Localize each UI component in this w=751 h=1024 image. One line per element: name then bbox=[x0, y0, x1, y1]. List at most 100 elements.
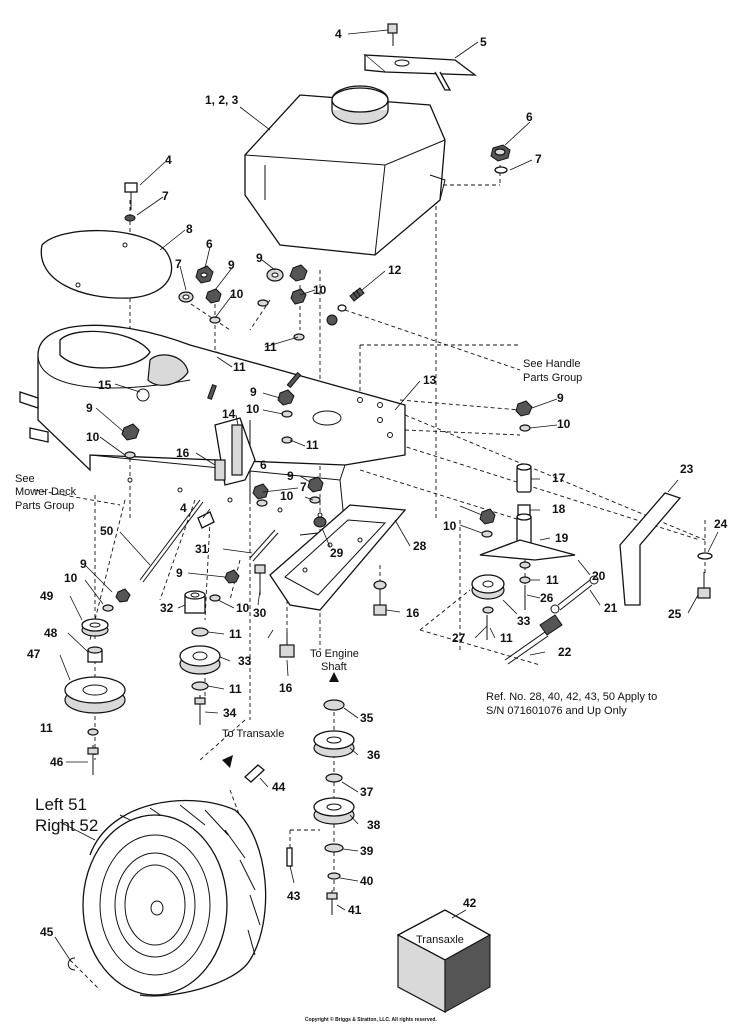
callout-10-a: 10 bbox=[230, 287, 244, 301]
label-wheel-right: Right 52 bbox=[35, 816, 98, 835]
callout-10-d: 10 bbox=[86, 430, 100, 444]
callout-18: 18 bbox=[552, 502, 566, 516]
callout-38: 38 bbox=[367, 818, 381, 832]
callout-21: 21 bbox=[604, 601, 618, 615]
callout-11-a: 11 bbox=[264, 340, 277, 354]
callout-50: 50 bbox=[100, 524, 114, 538]
callout-11-c: 11 bbox=[306, 438, 319, 452]
callout-10-e: 10 bbox=[280, 489, 294, 503]
callout-10-r: 10 bbox=[557, 417, 571, 431]
callout-24: 24 bbox=[714, 517, 728, 531]
arrow-engine-shaft bbox=[329, 672, 339, 682]
callout-29: 29 bbox=[330, 546, 344, 560]
callout-33-right: 33 bbox=[517, 614, 531, 628]
bolt-16-middle bbox=[279, 632, 295, 658]
callout-42: 42 bbox=[463, 896, 477, 910]
note-ref-1: Ref. No. 28, 40, 42, 43, 50 Apply to bbox=[486, 691, 657, 703]
callout-1-2-3: 1, 2, 3 bbox=[205, 93, 239, 107]
callout-16-c: 16 bbox=[279, 681, 293, 695]
callout-43: 43 bbox=[287, 889, 301, 903]
note-see-deck-3: Parts Group bbox=[15, 500, 74, 512]
spacer-32 bbox=[184, 590, 206, 614]
callout-40: 40 bbox=[360, 874, 374, 888]
callout-10-c: 10 bbox=[246, 402, 260, 416]
clip-45 bbox=[67, 957, 76, 971]
callout-9-g: 9 bbox=[176, 566, 183, 580]
callout-36: 36 bbox=[367, 748, 381, 762]
callout-39: 39 bbox=[360, 844, 374, 858]
callout-28: 28 bbox=[413, 539, 427, 553]
note-see-deck-1: See bbox=[15, 473, 35, 485]
callout-11-h: 11 bbox=[40, 721, 53, 735]
bolt-16-right bbox=[373, 580, 387, 616]
callout-34: 34 bbox=[223, 706, 237, 720]
callout-23: 23 bbox=[680, 462, 694, 476]
engine bbox=[244, 85, 446, 256]
callout-48: 48 bbox=[44, 626, 58, 640]
callout-10-h: 10 bbox=[443, 519, 457, 533]
bracket-23 bbox=[619, 492, 682, 606]
callout-41: 41 bbox=[348, 903, 362, 917]
callout-7-left: 7 bbox=[162, 189, 169, 203]
callout-9-c: 9 bbox=[250, 385, 257, 399]
callout-leaders bbox=[54, 29, 719, 961]
callout-11-b: 11 bbox=[233, 360, 246, 374]
callout-9-b: 9 bbox=[256, 251, 263, 265]
label-transaxle: Transaxle bbox=[416, 934, 464, 946]
note-engine-shaft-1: To Engine bbox=[310, 648, 359, 660]
key-43 bbox=[286, 847, 293, 867]
copyright-text: Copyright © Briggs & Stratton, LLC. All … bbox=[305, 1016, 437, 1023]
drive-pulley-stack-right bbox=[313, 699, 355, 915]
callout-22: 22 bbox=[558, 645, 572, 659]
callout-47: 47 bbox=[27, 647, 41, 661]
diagram-notes: See Handle Parts Group See Mower Deck Pa… bbox=[15, 358, 657, 1023]
note-engine-shaft-2: Shaft bbox=[321, 661, 347, 673]
callout-9-f: 9 bbox=[80, 557, 87, 571]
nut-6-right bbox=[490, 144, 511, 174]
note-to-transaxle: To Transaxle bbox=[222, 728, 284, 740]
callout-14: 14 bbox=[222, 407, 236, 421]
callout-31: 31 bbox=[195, 542, 209, 556]
frame-13 bbox=[19, 324, 406, 536]
note-see-handle-2: Parts Group bbox=[523, 372, 582, 384]
callout-6-mid: 6 bbox=[206, 237, 213, 251]
idler-33-right bbox=[471, 574, 505, 640]
callout-4-left: 4 bbox=[165, 153, 172, 167]
transaxle-42 bbox=[396, 909, 492, 1013]
callout-10-f: 10 bbox=[64, 571, 78, 585]
callout-35: 35 bbox=[360, 711, 374, 725]
callout-9-a: 9 bbox=[228, 258, 235, 272]
callout-20: 20 bbox=[592, 569, 606, 583]
bracket-14 bbox=[214, 417, 256, 486]
callout-49: 49 bbox=[40, 589, 54, 603]
bracket-5 bbox=[363, 54, 478, 91]
callout-10-b: 10 bbox=[313, 283, 327, 297]
callout-25: 25 bbox=[668, 607, 682, 621]
hardware-frame bbox=[121, 389, 533, 538]
cover-8 bbox=[40, 229, 173, 299]
callout-17: 17 bbox=[552, 471, 566, 485]
callout-15: 15 bbox=[98, 378, 112, 392]
idler-33-left bbox=[179, 627, 221, 725]
callout-11-e: 11 bbox=[500, 631, 513, 645]
bolt-4-left bbox=[124, 182, 138, 222]
callout-16-b: 16 bbox=[406, 606, 420, 620]
callout-7-mid: 7 bbox=[175, 257, 182, 271]
callout-8: 8 bbox=[186, 222, 193, 236]
callout-11-f: 11 bbox=[229, 627, 242, 641]
bolt-4-top bbox=[387, 23, 398, 46]
callout-26: 26 bbox=[540, 591, 554, 605]
hardware-mid-left bbox=[102, 569, 240, 612]
label-wheel-left: Left 51 bbox=[35, 795, 87, 814]
drive-pulley-47-stack bbox=[64, 618, 126, 775]
arrow-to-transaxle bbox=[222, 755, 233, 768]
spring-21 bbox=[550, 575, 599, 614]
callout-33-left: 33 bbox=[238, 654, 252, 668]
key-44 bbox=[244, 764, 265, 783]
callout-labels: 4 5 1, 2, 3 6 7 4 7 8 6 7 9 9 12 10 10 1… bbox=[27, 27, 728, 939]
callout-7-low: 7 bbox=[300, 480, 307, 494]
callout-6-top: 6 bbox=[526, 110, 533, 124]
hardware-cluster-top bbox=[178, 264, 347, 359]
bolt-25 bbox=[697, 552, 713, 599]
